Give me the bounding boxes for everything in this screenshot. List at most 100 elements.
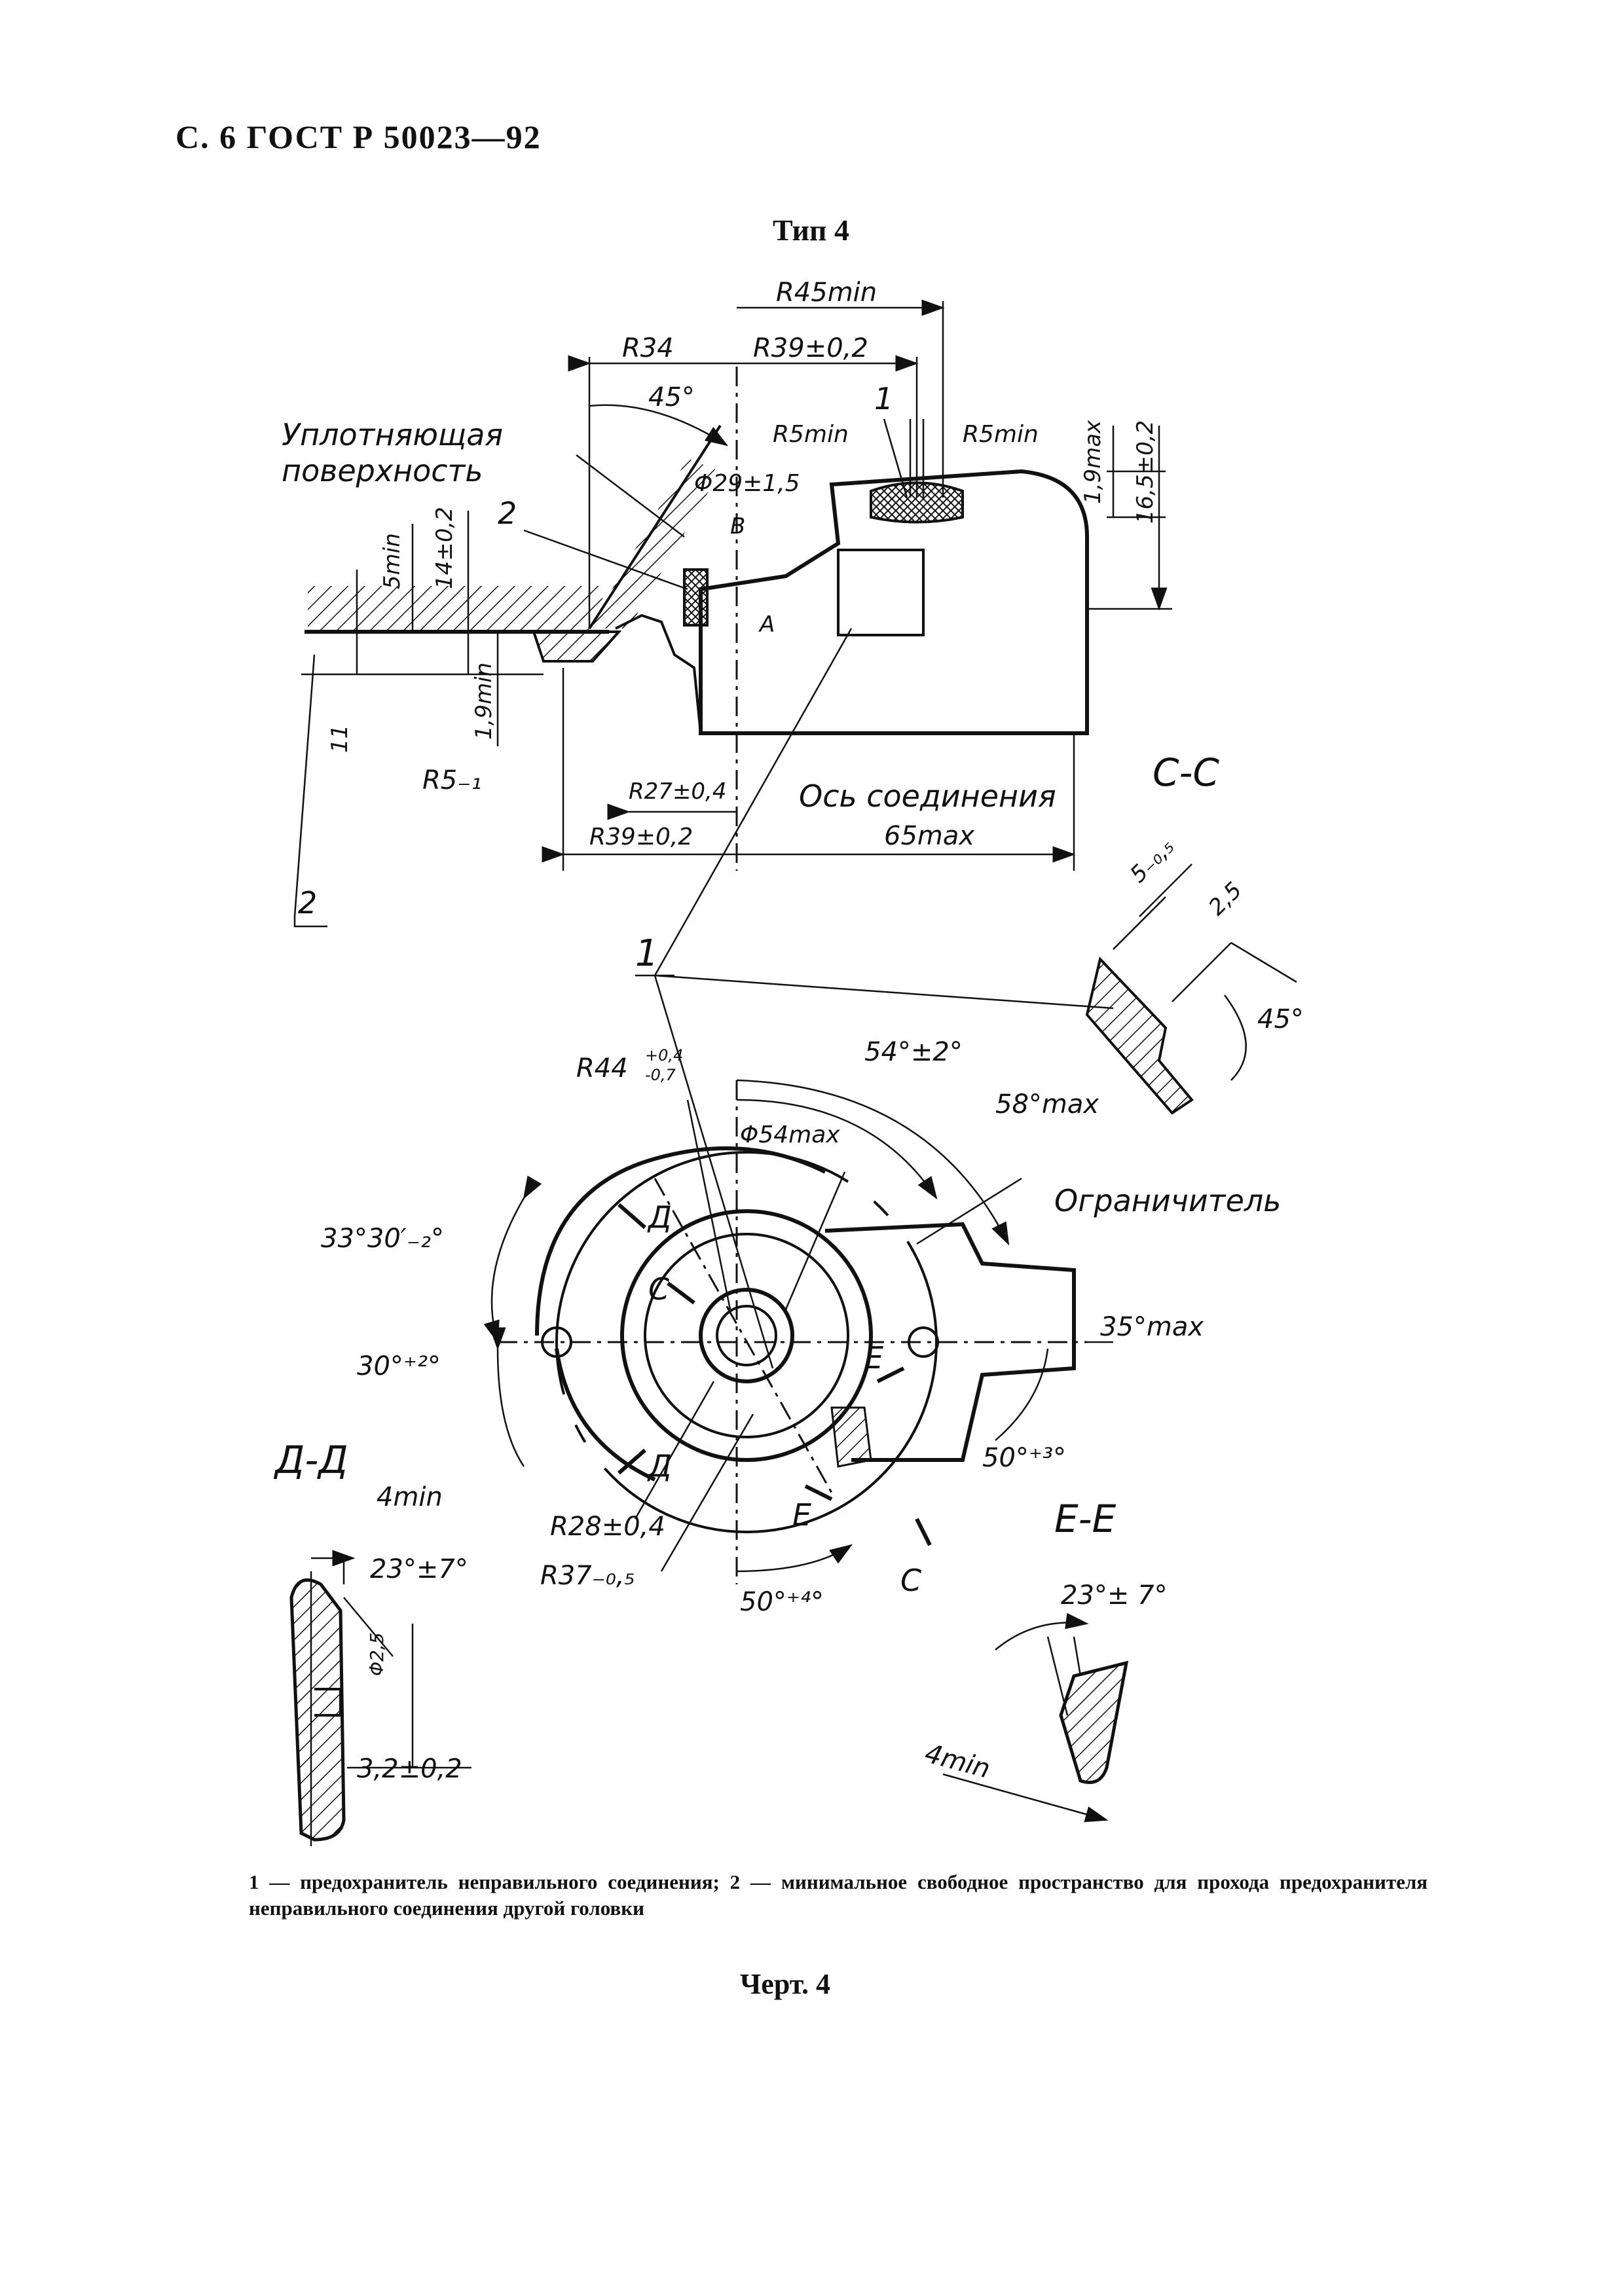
mounting-surface-hatch — [308, 586, 602, 632]
section-cc-angle-arc — [1223, 994, 1247, 1081]
limiter-lug — [824, 1222, 1076, 1462]
leader-1-top — [883, 418, 908, 498]
label-section-cc: C-C — [1153, 750, 1219, 795]
seal-ring-top — [870, 481, 964, 524]
cut-d1: Д — [647, 1199, 672, 1235]
dim-5min: 5min — [379, 533, 405, 589]
label-section-ee: E-E — [1054, 1497, 1116, 1541]
seal-ring-side — [683, 568, 709, 627]
dim-dd-4min: 4min — [377, 1482, 443, 1512]
type-title: Тип 4 — [773, 213, 850, 247]
letter-a: A — [758, 611, 775, 638]
dim-phi29: Φ29±1,5 — [694, 470, 800, 497]
callout-1-top: 1 — [874, 381, 893, 416]
leader-1-main-a — [654, 628, 853, 976]
dim-dd-phi2-5: Φ2,5 — [366, 1632, 388, 1676]
dim-1-9max: 1,9max — [1080, 420, 1106, 504]
bore-circle — [699, 1288, 794, 1383]
bore-inner — [716, 1305, 777, 1366]
arc-58 — [736, 1079, 1010, 1246]
dim-33-30: 33°30′₋₂° — [321, 1224, 444, 1254]
dim-58max: 58°max — [995, 1089, 1099, 1120]
dim-r28: R28±0,4 — [550, 1512, 665, 1542]
dim-phi54max: Φ54max — [740, 1121, 840, 1148]
cut-mark-d1 — [618, 1203, 646, 1230]
dim-r39: R39±0,2 — [753, 333, 868, 363]
section-dd-view — [289, 1550, 471, 1846]
arc-50-3 — [995, 1348, 1049, 1441]
leader-sealing-surface — [576, 454, 685, 538]
ring-r28 — [644, 1233, 849, 1438]
flange-outline-bottom — [555, 1348, 656, 1482]
leader-phi54 — [784, 1171, 846, 1310]
leader-2 — [523, 529, 688, 591]
dim-50-3: 50°⁺³° — [982, 1443, 1066, 1473]
arc-3330 — [483, 1175, 542, 1344]
cut-e1: E — [792, 1497, 811, 1533]
dim-50-4: 50°⁺⁴° — [740, 1587, 824, 1617]
callout-2-frame: 2 — [298, 885, 317, 920]
cut-mark-c2 — [915, 1518, 932, 1546]
section-dd-hole — [314, 1688, 342, 1717]
cut-mark-e1 — [804, 1484, 833, 1501]
label-sealing-1: Уплотняющая — [282, 417, 503, 452]
safety-part-1 — [532, 630, 622, 663]
dim-45: 45° — [648, 382, 695, 412]
dim-r44: R44 — [576, 1053, 628, 1084]
dim-dd-23: 23°±7° — [370, 1554, 468, 1584]
dim-r27: R27±0,4 — [629, 778, 726, 805]
label-limiter: Ограничитель — [1054, 1183, 1281, 1218]
cut-mark-e2 — [876, 1366, 905, 1383]
frame-2-underline — [293, 917, 327, 928]
section-ee-profile — [1059, 1660, 1129, 1784]
leader-r44 — [686, 1099, 731, 1310]
callout-1-main: 1 — [635, 932, 659, 975]
arc-54 — [736, 1099, 938, 1200]
dim-r5min-left: R5min — [773, 421, 849, 448]
dim-r44-dn: -0,7 — [645, 1066, 676, 1084]
dim-r44-up: +0,4 — [645, 1046, 683, 1065]
centerline-diagonal — [654, 1178, 833, 1493]
label-axis: Ось соединения — [799, 778, 1056, 814]
cut-e2: E — [864, 1340, 883, 1376]
label-section-dd: Д-Д — [273, 1438, 348, 1482]
dim-16-5: 16,5±0,2 — [1132, 420, 1158, 524]
safety-part-plan — [830, 1406, 872, 1468]
outlet-body — [699, 469, 1089, 735]
flange-outline-left — [535, 1146, 826, 1336]
dim-dd-3-2: 3,2±0,2 — [357, 1754, 462, 1784]
plan-view — [483, 1079, 1113, 1584]
dim-cc-5: 5₋₀,₅ — [1125, 833, 1179, 888]
callout-2: 2 — [498, 496, 517, 531]
dim-r37: R37₋₀,₅ — [540, 1561, 635, 1591]
dim-r5-1: R5₋₁ — [422, 765, 481, 795]
arc-30 — [489, 1327, 525, 1467]
section-cc-view — [1085, 864, 1297, 1115]
section-dd-profile — [289, 1578, 346, 1842]
leader-1-main-b — [654, 975, 774, 1369]
dim-65max: 65max — [884, 821, 974, 851]
dim-11: 11 — [327, 725, 353, 753]
section-ee-view — [942, 1613, 1129, 1823]
drawing-labels: Уплотняющая поверхность Ось соединения О… — [273, 278, 1304, 1785]
dim-35max: 35°max — [1100, 1312, 1204, 1342]
figure-caption: Черт. 4 — [740, 1968, 831, 2000]
cut-c1: C — [648, 1271, 669, 1307]
dim-r34: R34 — [622, 333, 674, 363]
letter-b: B — [730, 513, 745, 539]
dim-30: 30°⁺²° — [357, 1351, 441, 1381]
leader-1-main-c — [654, 974, 1114, 1010]
leader-2-frame — [293, 654, 316, 917]
cut-mark-c1 — [667, 1281, 695, 1305]
dim-r45min: R45min — [776, 278, 877, 308]
dim-cc-2-5: 2,5 — [1204, 877, 1247, 921]
leader-limiter — [916, 1177, 1022, 1245]
dim-line-ee-4min — [942, 1773, 1109, 1823]
sealing-hatch — [589, 458, 720, 629]
dim-r5min-right: R5min — [963, 421, 1039, 448]
dim-1-9min: 1,9min — [471, 663, 497, 740]
arc-ee-23 — [995, 1613, 1089, 1650]
outlet-step — [615, 613, 702, 734]
dim-54: 54°±2° — [864, 1037, 963, 1067]
